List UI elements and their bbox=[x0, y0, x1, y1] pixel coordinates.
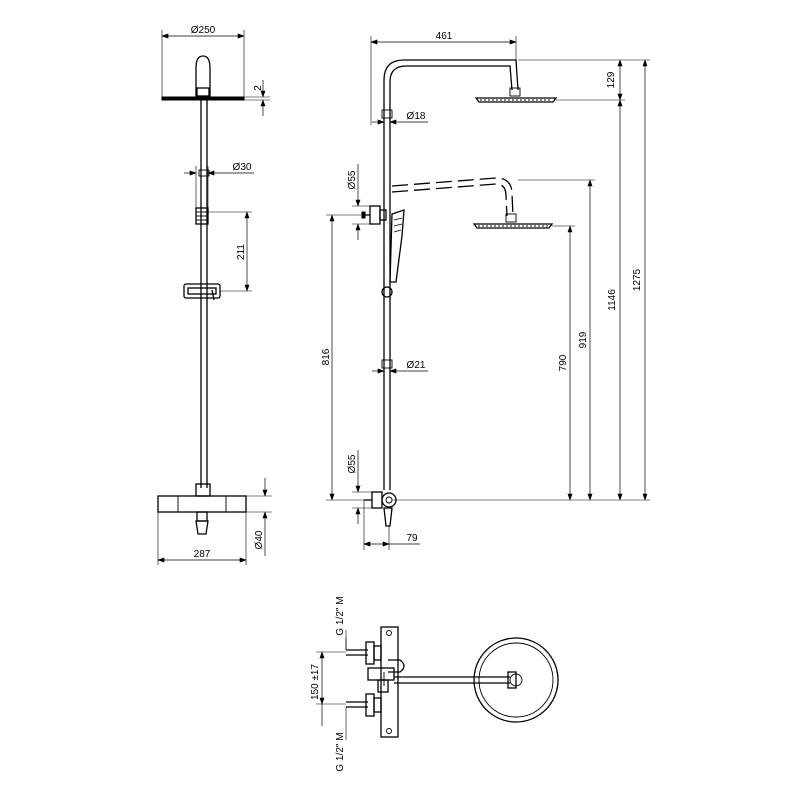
top-view: G 1/2" M 150 ±17 G 1/2" M bbox=[310, 596, 559, 772]
dim-holder-diameter: Ø30 bbox=[184, 162, 254, 208]
front-shower-head bbox=[161, 55, 245, 101]
top-arm bbox=[394, 671, 517, 689]
dim-arm-tube-label: Ø18 bbox=[407, 111, 426, 122]
dim-mixer-diameter-label: Ø40 bbox=[254, 530, 265, 549]
dim-heights: 790 919 1146 1275 bbox=[392, 59, 650, 501]
dim-mixer-width: 287 bbox=[157, 512, 247, 565]
top-lower-inlet bbox=[346, 693, 382, 717]
dim-riser-height: 816 bbox=[321, 214, 372, 501]
dim-inlet-spacing-label: 150 ±17 bbox=[310, 664, 321, 701]
dim-head-diameter: Ø250 bbox=[161, 25, 245, 97]
side-mixer bbox=[364, 491, 397, 527]
dim-thread-bottom-label: G 1/2" M bbox=[335, 732, 346, 771]
dim-lower-connector: Ø55 bbox=[347, 450, 372, 524]
dim-upper-connector-label: Ø55 bbox=[347, 170, 358, 189]
dim-upper-connector: Ø55 bbox=[347, 164, 370, 240]
side-lowered-arm bbox=[391, 177, 554, 229]
side-riser-and-arm bbox=[381, 59, 558, 490]
dim-thread-top-label: G 1/2" M bbox=[335, 596, 346, 635]
front-hand-shower bbox=[183, 207, 221, 301]
dim-head-thickness-label: 2 bbox=[253, 85, 264, 91]
dim-mixer-width-label: 287 bbox=[194, 549, 211, 560]
dim-riser-height-label: 816 bbox=[321, 348, 332, 365]
dim-arm-tube: Ø18 bbox=[372, 111, 428, 125]
front-mixer bbox=[157, 483, 247, 535]
dim-riser-tube-label: Ø21 bbox=[407, 360, 426, 371]
top-upper-inlet bbox=[346, 641, 405, 673]
dim-inlet-spacing: 150 ±17 bbox=[310, 651, 346, 726]
dim-height-total-label: 1275 bbox=[632, 268, 643, 291]
top-mixer-body bbox=[367, 667, 395, 693]
dim-riser-tube: Ø21 bbox=[372, 360, 428, 374]
dim-wall-offset: 79 bbox=[363, 500, 420, 550]
dim-lower-connector-label: Ø55 bbox=[347, 454, 358, 473]
dim-head-drop-label: 129 bbox=[606, 71, 617, 88]
side-view: 461 129 Ø18 Ø55 81 bbox=[321, 31, 650, 550]
dim-height-low-top-label: 919 bbox=[578, 331, 589, 348]
dim-wall-offset-label: 79 bbox=[406, 533, 418, 544]
side-hand-shower bbox=[381, 209, 405, 298]
dim-head-diameter-label: Ø250 bbox=[191, 25, 216, 36]
dim-mixer-diameter: Ø40 bbox=[246, 478, 272, 556]
dim-height-low-label: 790 bbox=[558, 354, 569, 371]
dim-height-high-label: 1146 bbox=[607, 289, 618, 311]
dim-arm-reach: 461 bbox=[370, 31, 517, 125]
top-shower-head bbox=[473, 637, 559, 723]
dim-arm-reach-label: 461 bbox=[436, 31, 453, 42]
dim-thread-bottom: G 1/2" M bbox=[335, 707, 347, 772]
dim-head-drop: 129 bbox=[518, 59, 650, 101]
top-wall-plate bbox=[380, 626, 399, 738]
dim-thread-top: G 1/2" M bbox=[335, 596, 347, 650]
dim-holder-diameter-label: Ø30 bbox=[233, 162, 252, 173]
dim-slide-travel: 211 bbox=[208, 211, 252, 292]
dim-head-thickness: 2 bbox=[244, 80, 270, 116]
dim-slide-travel-label: 211 bbox=[236, 244, 247, 260]
front-view: Ø250 2 Ø30 211 bbox=[157, 25, 272, 565]
